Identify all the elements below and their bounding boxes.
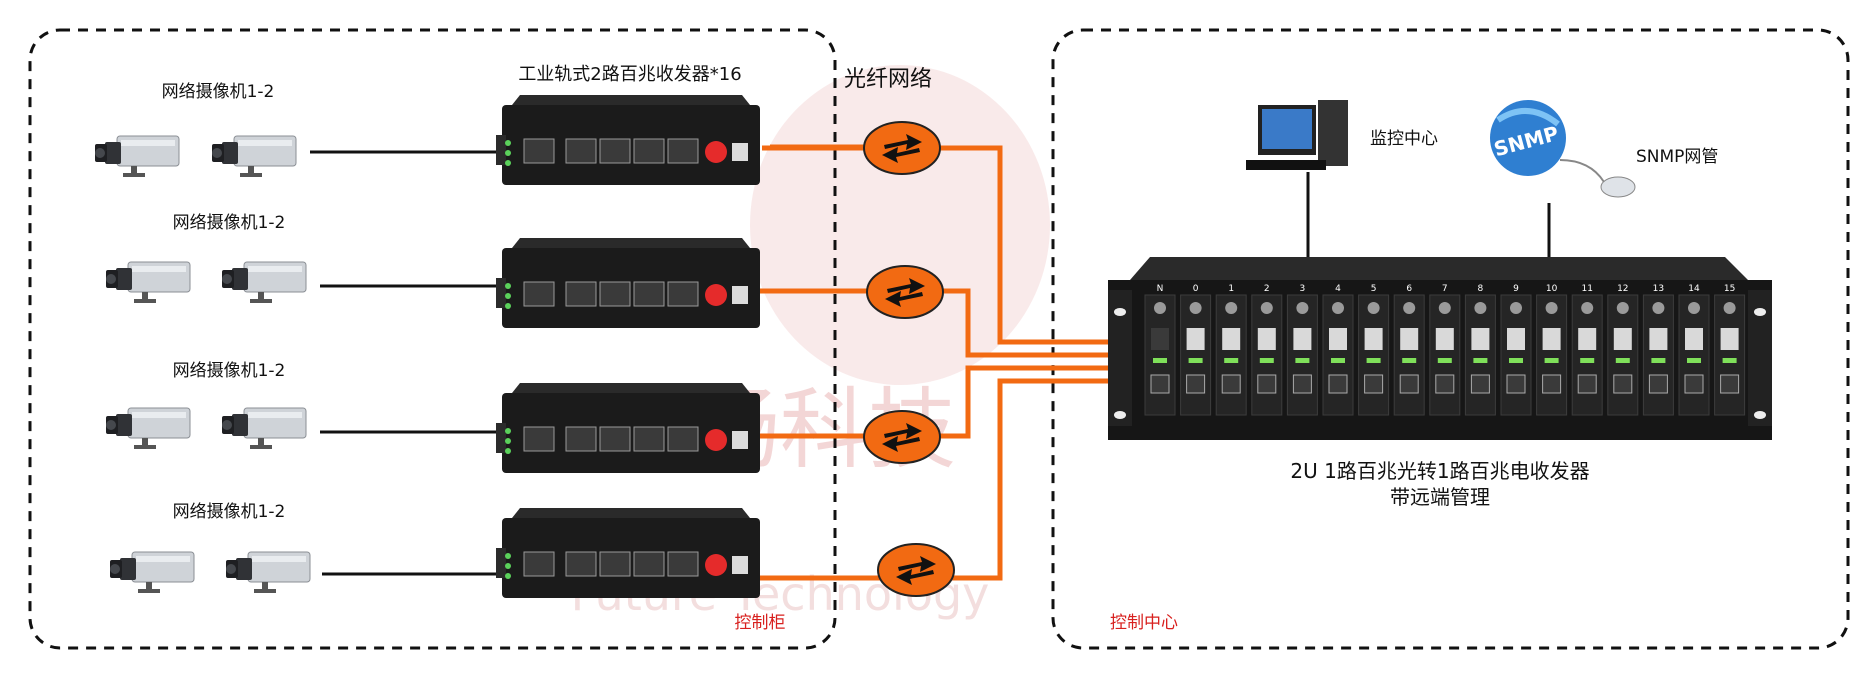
slot-card: 7 bbox=[1429, 284, 1461, 416]
camera-icon bbox=[105, 407, 191, 450]
camera-label-4: 网络摄像机1-2 bbox=[173, 502, 286, 522]
camera-icon bbox=[221, 407, 307, 450]
snmp-globe-icon: SNMP bbox=[1490, 100, 1636, 198]
camera-icon bbox=[105, 261, 191, 304]
slot-number: 10 bbox=[1546, 284, 1558, 294]
slot-card: 14 bbox=[1678, 284, 1710, 416]
fiber-link-icon bbox=[877, 543, 955, 597]
slot-card: 4 bbox=[1322, 284, 1354, 416]
slot-number: 8 bbox=[1478, 284, 1484, 294]
slot-card: 3 bbox=[1286, 284, 1318, 416]
snmp-manager-label: SNMP网管 bbox=[1636, 147, 1718, 167]
slot-card: 0 bbox=[1180, 284, 1212, 416]
ethernet-lines bbox=[310, 150, 1551, 576]
camera-label-1: 网络摄像机1-2 bbox=[162, 82, 275, 102]
fiber-link-icon bbox=[866, 265, 944, 319]
camera-icon bbox=[221, 261, 307, 304]
transceiver-title: 工业轨式2路百兆收发器*16 bbox=[518, 64, 741, 85]
slot-number: 4 bbox=[1335, 284, 1341, 294]
computer-icon bbox=[1246, 100, 1348, 170]
slot-number: 0 bbox=[1193, 284, 1199, 294]
slot-card: 11 bbox=[1571, 284, 1603, 416]
slot-card: 15 bbox=[1714, 284, 1746, 416]
slot-card: 2 bbox=[1251, 284, 1283, 416]
transceiver-icon bbox=[495, 237, 761, 329]
slot-card: 1 bbox=[1215, 284, 1247, 416]
slot-number: 13 bbox=[1653, 284, 1664, 294]
slot-number: 12 bbox=[1617, 284, 1628, 294]
control-cabinet-label: 控制柜 bbox=[735, 613, 786, 633]
camera-label-2: 网络摄像机1-2 bbox=[173, 213, 286, 233]
transceiver-icon bbox=[495, 382, 761, 474]
slot-card: 13 bbox=[1642, 284, 1674, 416]
slot-number: 9 bbox=[1513, 284, 1519, 294]
slot-number: 1 bbox=[1228, 284, 1234, 294]
camera-icon bbox=[109, 551, 195, 594]
fiber-network-label: 光纤网络 bbox=[844, 67, 932, 92]
slot-number: 7 bbox=[1442, 284, 1448, 294]
watermark-logo bbox=[750, 65, 1050, 385]
slot-number: 3 bbox=[1300, 284, 1306, 294]
transceiver-icon bbox=[495, 507, 761, 599]
slot-card: N bbox=[1144, 284, 1176, 416]
slot-number: 14 bbox=[1688, 284, 1700, 294]
camera-icon bbox=[211, 135, 297, 178]
transceiver-icon bbox=[495, 94, 761, 186]
slot-number: 15 bbox=[1724, 284, 1735, 294]
chassis-caption-line2: 带远端管理 bbox=[1390, 485, 1490, 509]
camera-icon bbox=[94, 135, 180, 178]
slot-card: 9 bbox=[1500, 284, 1532, 416]
camera-icon bbox=[225, 551, 311, 594]
slot-card: 10 bbox=[1536, 284, 1568, 416]
slot-card: 8 bbox=[1464, 284, 1496, 416]
slot-card: 5 bbox=[1358, 284, 1390, 416]
slot-number: 2 bbox=[1264, 284, 1270, 294]
slot-number: 11 bbox=[1581, 284, 1592, 294]
control-center-label: 控制中心 bbox=[1110, 613, 1178, 633]
monitor-center-label: 监控中心 bbox=[1370, 129, 1438, 149]
camera-label-3: 网络摄像机1-2 bbox=[173, 361, 286, 381]
slot-number: 6 bbox=[1406, 284, 1412, 294]
fiber-link-icon bbox=[863, 410, 941, 464]
control-cabinet-panel bbox=[28, 28, 837, 650]
slot-number: 5 bbox=[1371, 284, 1377, 294]
fiber-link-icon bbox=[863, 121, 941, 175]
slot-number: N bbox=[1157, 284, 1164, 294]
slot-card: 6 bbox=[1393, 284, 1425, 416]
chassis-caption-line1: 2U 1路百兆光转1路百兆电收发器 bbox=[1290, 459, 1589, 483]
control-center-panel bbox=[1051, 28, 1850, 650]
slot-card: 12 bbox=[1607, 284, 1639, 416]
